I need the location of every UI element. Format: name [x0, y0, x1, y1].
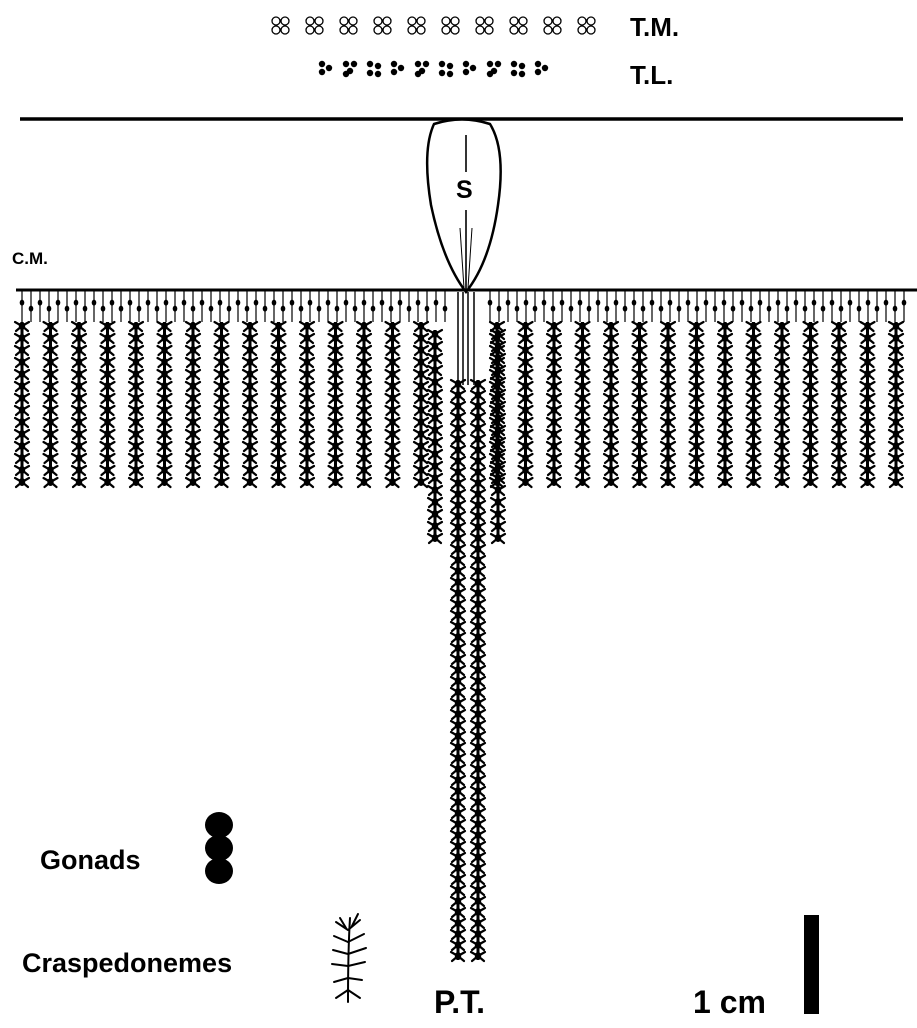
tm-ring-group [408, 17, 425, 34]
tm-ring-group [374, 17, 391, 34]
craspedonemes-label: Craspedonemes [22, 950, 232, 977]
tl-dot-group [535, 61, 548, 75]
statocyst-label: S [456, 178, 473, 203]
tm-ring-group [476, 17, 493, 34]
marginal-tentacle [386, 322, 400, 487]
tl-dot-group [319, 61, 332, 75]
tl-label: T.L. [630, 62, 673, 88]
tm-label: T.M. [630, 14, 679, 40]
tm-ring-group [578, 17, 595, 34]
primary-tentacles [451, 380, 485, 961]
marginal-tentacle [72, 322, 86, 487]
marginal-tentacle [272, 322, 286, 487]
marginal-tentacle [329, 322, 343, 487]
marginal-tentacle [414, 322, 428, 487]
manubrium-stalk [458, 292, 474, 385]
statocyst-bulb [427, 120, 501, 293]
tm-ring-group [272, 17, 289, 34]
marginal-tentacle [832, 322, 846, 487]
marginal-tentacle [718, 322, 732, 487]
marginal-tentacle [101, 322, 115, 487]
marginal-tentacle [690, 322, 704, 487]
gonads-symbol [205, 812, 233, 884]
marginal-tentacle [129, 322, 143, 487]
marginal-tentacle [15, 322, 29, 487]
tm-ring-group [510, 17, 527, 34]
tl-dot-group [391, 61, 404, 75]
marginal-tentacle [547, 322, 561, 487]
tm-ring-group [544, 17, 561, 34]
tl-symbol-row [319, 61, 548, 77]
tl-dot-group [511, 61, 525, 77]
tl-dot-group [415, 61, 429, 77]
tm-symbol-row [272, 17, 595, 34]
tm-ring-group [340, 17, 357, 34]
primary-tentacle [451, 380, 465, 961]
tm-ring-group [306, 17, 323, 34]
tl-dot-group [463, 61, 476, 75]
scale-bar [804, 915, 819, 1014]
tl-dot-group [367, 61, 381, 77]
marginal-tentacle [889, 322, 903, 487]
marginal-tentacle [186, 322, 200, 487]
marginal-tentacle [633, 322, 647, 487]
marginal-tentacle [804, 322, 818, 487]
tl-dot-group [487, 61, 501, 77]
marginal-tentacle [300, 322, 314, 487]
scale-label: 1 cm [693, 986, 766, 1018]
marginal-tentacle [661, 322, 675, 487]
cm-label: C.M. [12, 250, 48, 267]
tl-dot-group [439, 61, 453, 77]
marginal-tentacle [861, 322, 875, 487]
primary-tentacle-label: P.T. [434, 986, 485, 1018]
tl-dot-group [343, 61, 357, 77]
marginal-tentacle [158, 322, 172, 487]
gonads-label: Gonads [40, 847, 141, 874]
marginal-tentacle [775, 322, 789, 487]
marginal-tentacle [44, 322, 58, 487]
marginal-tentacle [428, 330, 442, 543]
marginal-tentacle [576, 322, 590, 487]
craspedoneme-symbol [332, 914, 366, 1002]
marginal-tentacle [519, 322, 533, 487]
tm-ring-group [442, 17, 459, 34]
marginal-tentacle [604, 322, 618, 487]
primary-tentacle [471, 380, 485, 961]
marginal-tentacle [215, 322, 229, 487]
marginal-tentacle [243, 322, 257, 487]
marginal-tentacle [747, 322, 761, 487]
marginal-tentacle [357, 322, 371, 487]
